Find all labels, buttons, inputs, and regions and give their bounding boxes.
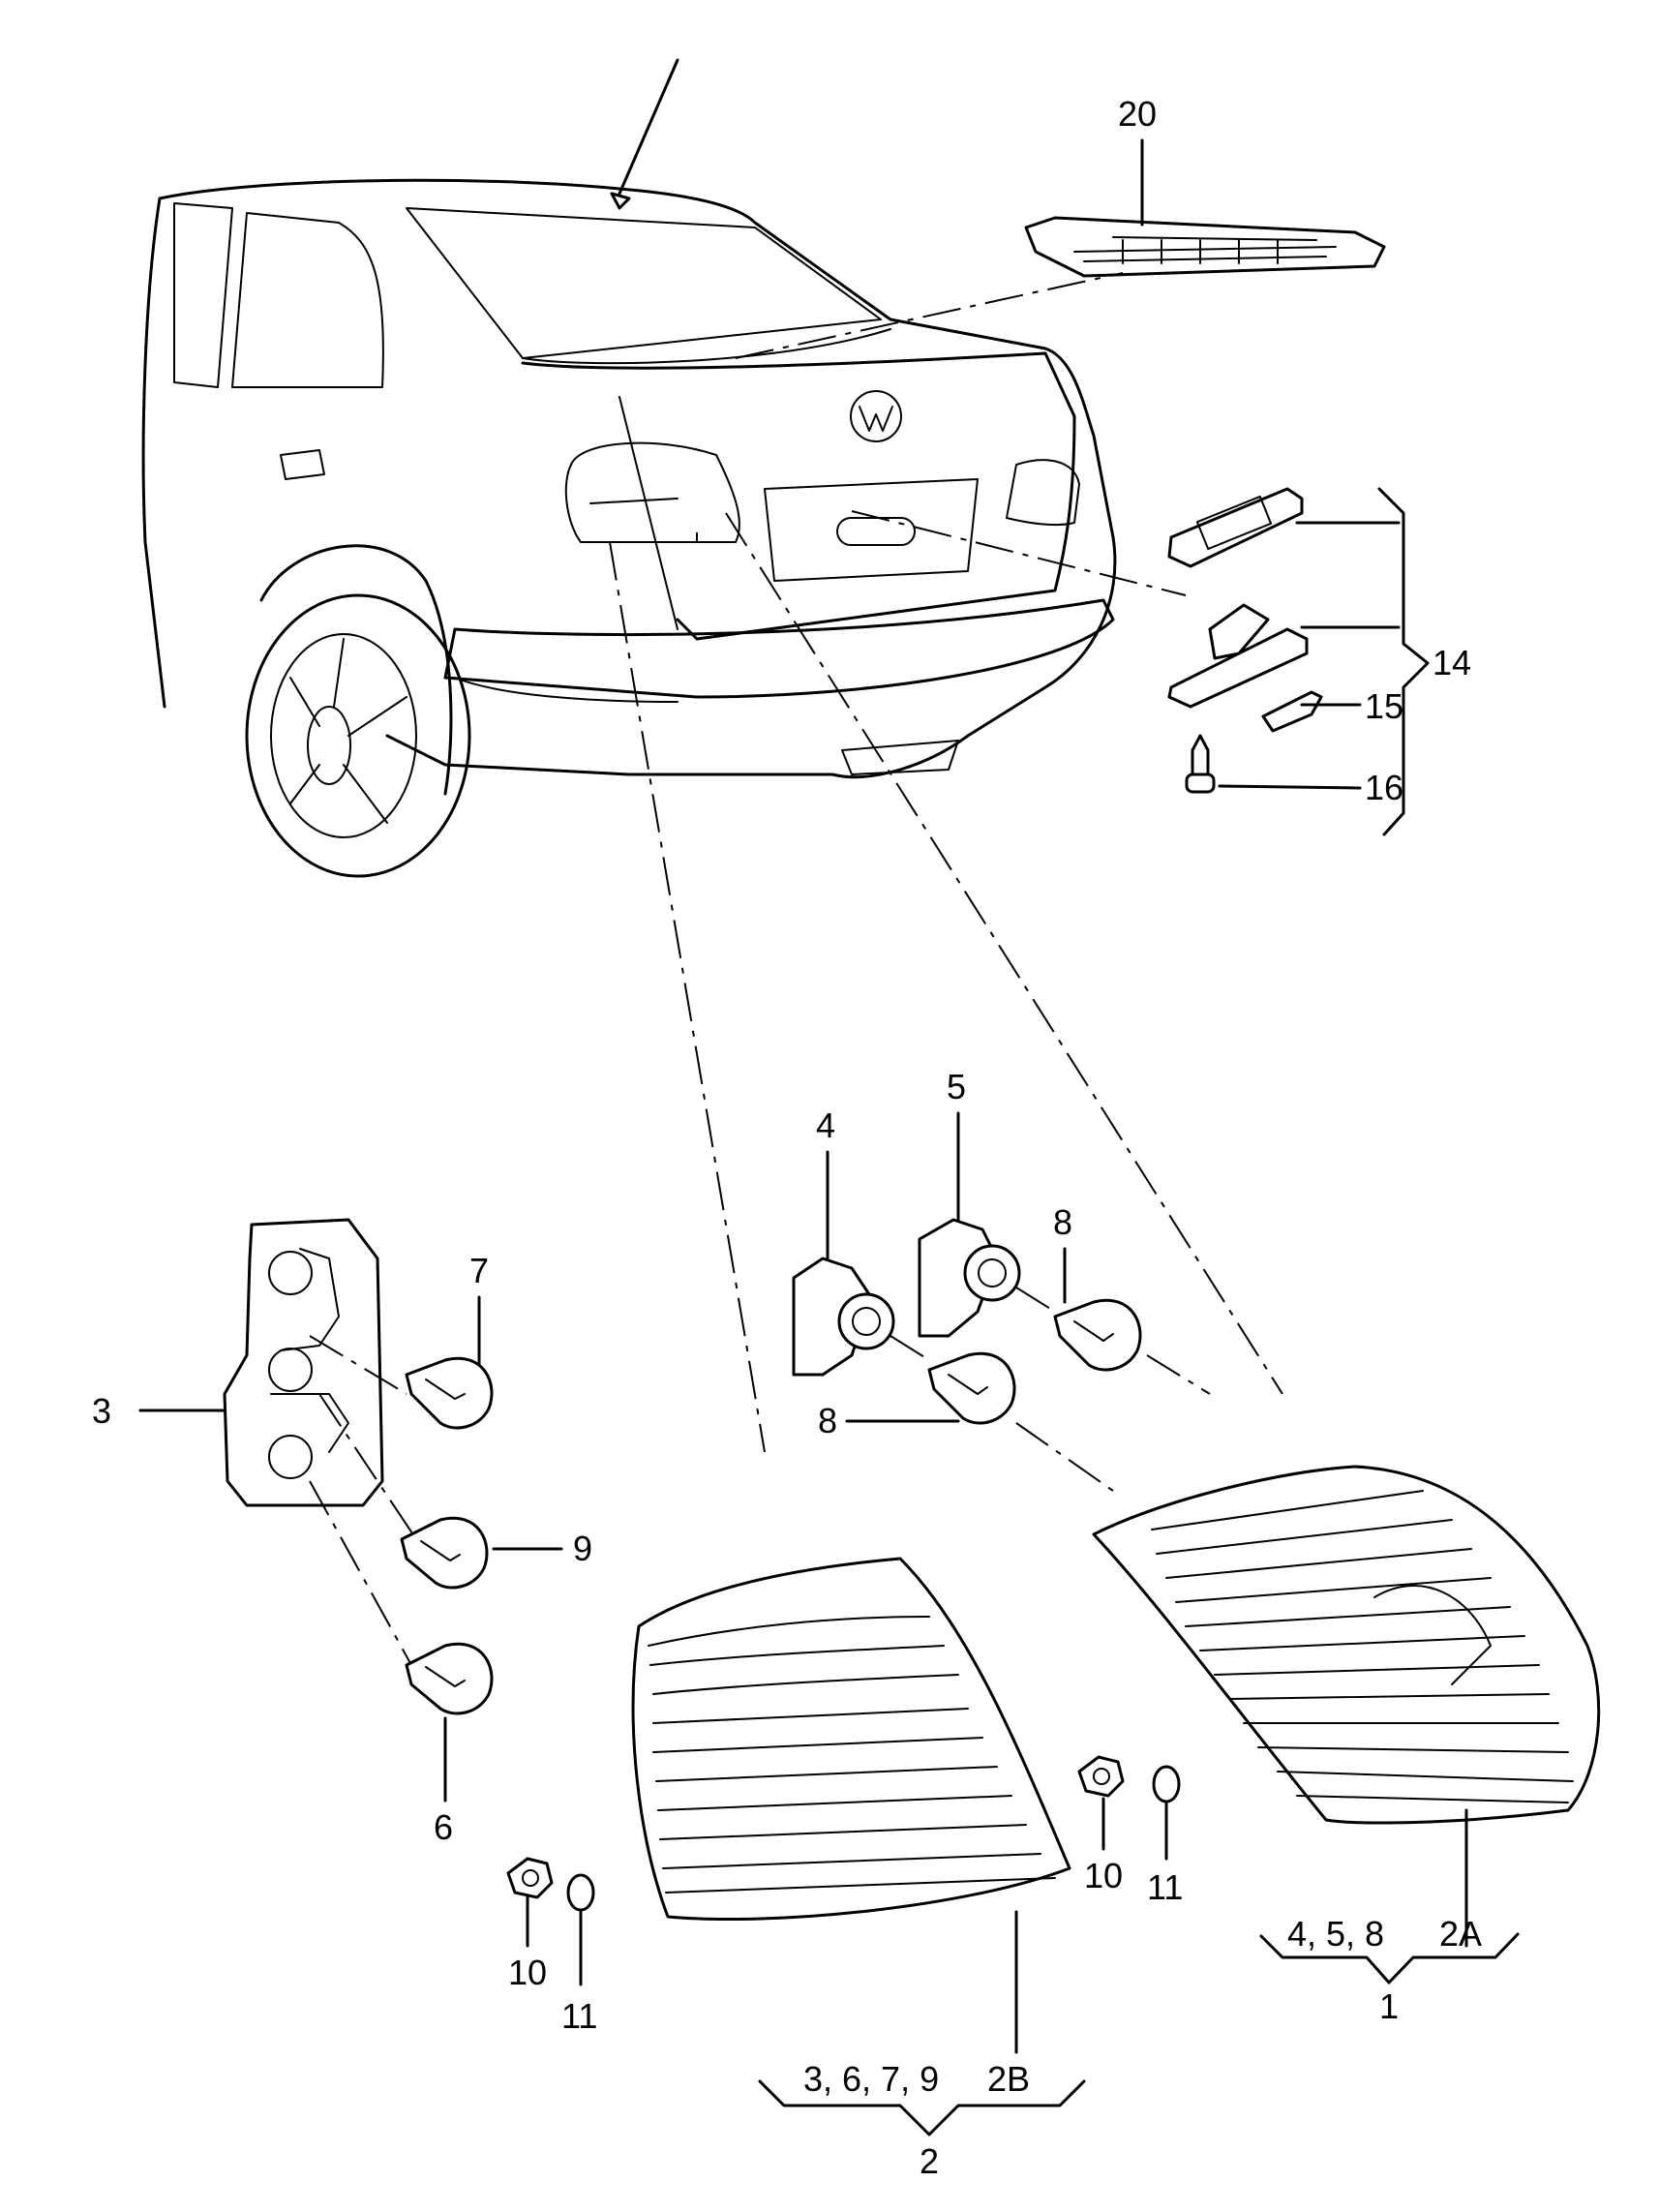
plate-light-housing [1167, 627, 1309, 709]
rear-wheel [245, 593, 471, 878]
rear-bumper [443, 598, 1115, 699]
label-8-lower: 8 [818, 1401, 837, 1440]
car-tail-light-right [1006, 459, 1080, 527]
part-11-washer-left[interactable]: 11 [561, 1873, 597, 2036]
label-14: 14 [1433, 643, 1471, 682]
door-handle [280, 449, 325, 480]
group-1-sub: 2A [1439, 1914, 1482, 1954]
label-4: 4 [816, 1106, 835, 1145]
wheel-hub [307, 706, 351, 785]
rear-window [406, 207, 882, 359]
part-14-license-light[interactable]: 14 [1167, 487, 1471, 836]
exhaust [841, 740, 959, 775]
part-7-bulb[interactable]: 7 [405, 1251, 494, 1430]
part-16-screw[interactable]: 16 [1185, 734, 1403, 807]
label-20: 20 [1118, 94, 1157, 134]
part-9-bulb[interactable]: 9 [400, 1516, 592, 1590]
part-2a-tail-light-right[interactable] [1092, 1465, 1601, 1948]
part-5-socket[interactable]: 5 [918, 1067, 1021, 1338]
group-2-id: 2 [920, 2141, 939, 2181]
group-2-sub: 2B [987, 2059, 1030, 2099]
label-15: 15 [1365, 686, 1403, 726]
label-16: 16 [1365, 768, 1403, 807]
license-plate-recess [764, 478, 979, 582]
group-1-parts: 4, 5, 8 [1287, 1914, 1384, 1954]
part-3-bulb-carrier[interactable]: 3 [92, 1218, 384, 1507]
trunk-lid [521, 351, 1076, 641]
vw-logo [850, 390, 902, 442]
side-window-rear [231, 212, 384, 388]
label-8-upper: 8 [1053, 1202, 1072, 1242]
side-window [173, 202, 233, 388]
label-7: 7 [469, 1251, 489, 1290]
label-10-right: 10 [1084, 1856, 1123, 1895]
label-3: 3 [92, 1391, 111, 1431]
part-11-washer-right[interactable]: 11 [1147, 1765, 1183, 1907]
car-tail-light-left [564, 441, 740, 543]
label-11-right: 11 [1147, 1867, 1183, 1907]
label-9: 9 [573, 1529, 592, 1568]
plate-light-lens [1167, 487, 1304, 568]
label-5: 5 [947, 1067, 966, 1106]
car-rear-view [141, 58, 1117, 878]
label-11-left: 11 [561, 1996, 597, 2036]
part-15-festoon-bulb[interactable]: 15 [1261, 686, 1403, 733]
part-10-nut-right[interactable]: 10 [1077, 1755, 1125, 1895]
part-10-nut-left[interactable]: 10 [506, 1857, 554, 1992]
label-6: 6 [434, 1807, 453, 1847]
group-1-id: 1 [1379, 1986, 1399, 2026]
part-20-brake-light[interactable]: 20 [1024, 94, 1386, 278]
part-2b-tail-light-left[interactable] [631, 1557, 1071, 2054]
label-10-left: 10 [508, 1953, 547, 1992]
part-8-bulb-lower[interactable]: 8 [818, 1351, 1016, 1440]
group-2-bracket: 3, 6, 7, 9 2B 2 [758, 2059, 1086, 2181]
group-2-parts: 3, 6, 7, 9 [803, 2059, 939, 2099]
group-1-bracket: 4, 5, 8 2A 1 [1259, 1914, 1520, 2026]
part-4-socket[interactable]: 4 [792, 1106, 895, 1377]
trunk-handle [836, 517, 916, 546]
part-8-bulb-upper[interactable]: 8 [1053, 1202, 1142, 1372]
part-6-bulb[interactable]: 6 [405, 1642, 494, 1847]
antenna [610, 58, 679, 210]
